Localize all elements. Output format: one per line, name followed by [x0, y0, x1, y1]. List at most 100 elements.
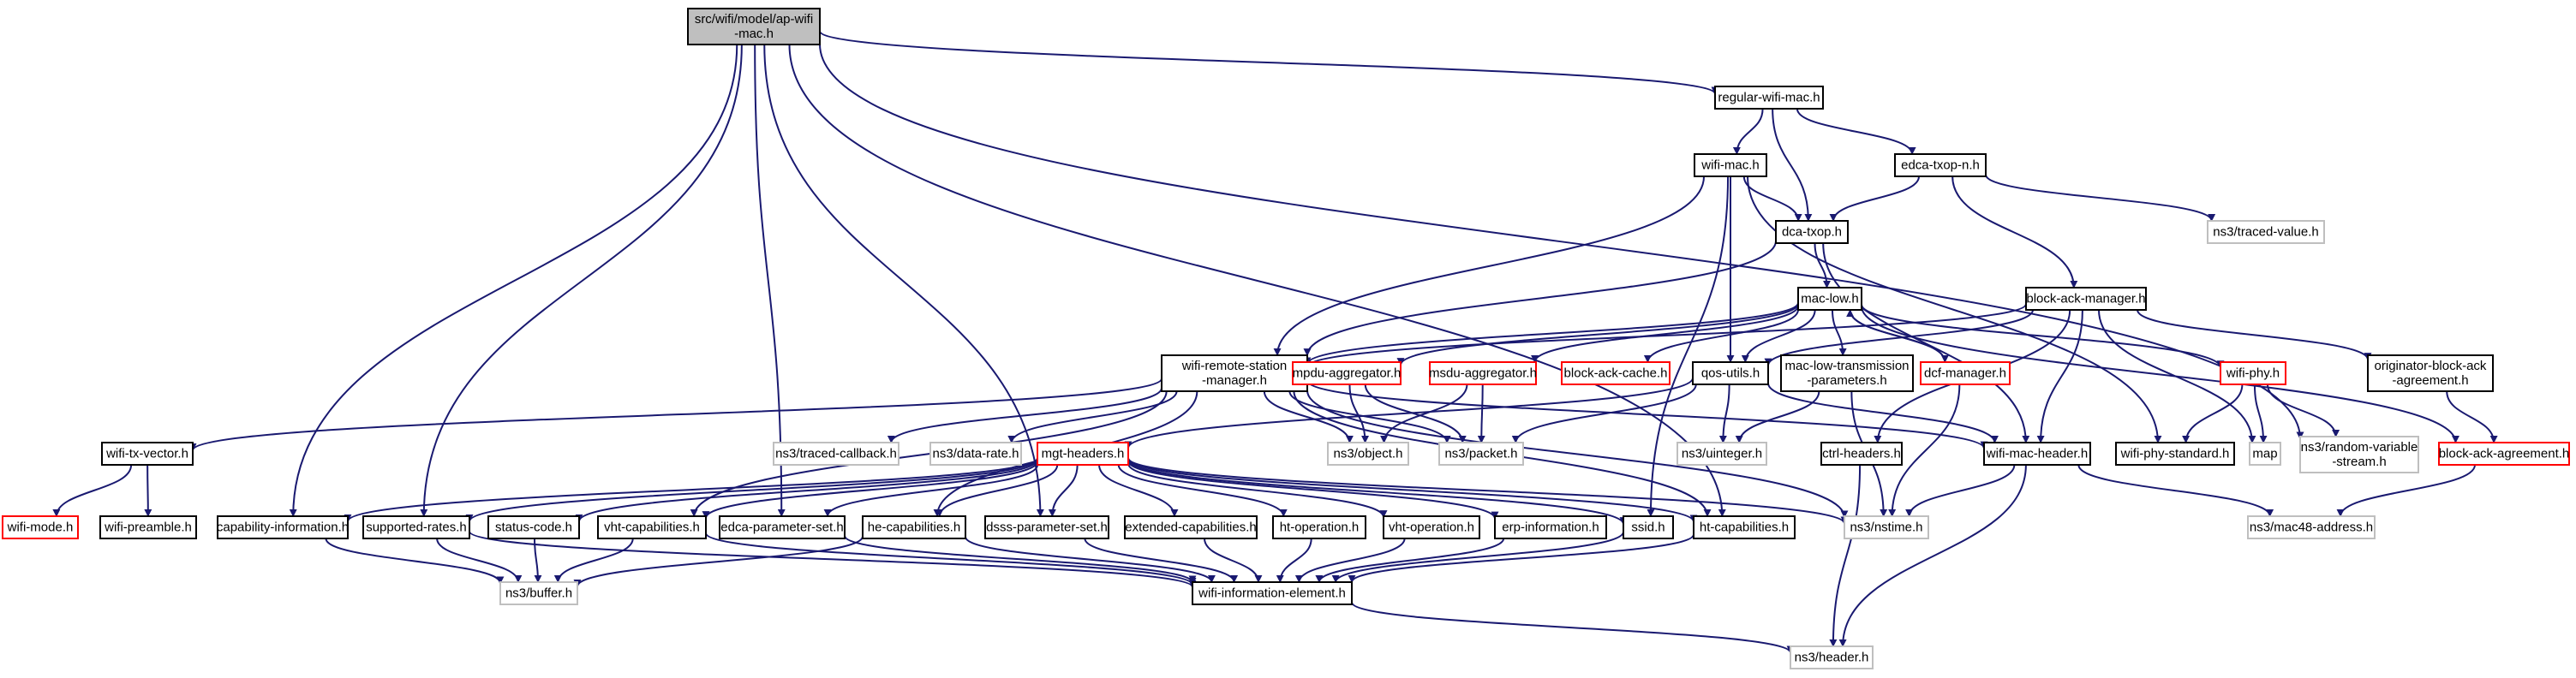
node-header: ns3/header.h — [1790, 645, 1874, 669]
node-box — [1983, 442, 2091, 466]
node-box — [687, 8, 821, 45]
edge-wrsm-to-object — [1263, 390, 1354, 443]
node-baa[interactable]: block-ack-agreement.h — [2438, 442, 2570, 466]
edge-root-to-capinfo — [289, 44, 738, 517]
node-box — [1429, 361, 1537, 385]
node-dcatxop[interactable]: dca-txop.h — [1775, 220, 1849, 244]
node-box — [2249, 442, 2281, 466]
node-wrsm[interactable]: wifi-remote-station-manager.h — [1161, 354, 1308, 392]
node-wifimac[interactable]: wifi-mac.h — [1694, 153, 1767, 177]
node-msduagg[interactable]: msdu-aggregator.h — [1429, 361, 1537, 385]
edge-wrsm-to-wifitxv — [188, 378, 1162, 451]
node-ssid[interactable]: ssid.h — [1623, 515, 1674, 539]
node-maclow[interactable]: mac-low.h — [1797, 287, 1862, 311]
node-htcap[interactable]: ht-capabilities.h — [1693, 515, 1796, 539]
node-label: mac-low-transmission — [1784, 359, 1909, 373]
node-box — [719, 515, 846, 539]
node-mgthdr[interactable]: mgt-headers.h — [1037, 442, 1129, 466]
node-label: status-code.h — [495, 520, 572, 535]
node-box — [2115, 442, 2235, 466]
node-box — [2247, 515, 2376, 539]
node-hecap[interactable]: he-capabilities.h — [862, 515, 966, 539]
edge-edcatxop-to-bam — [1951, 175, 2078, 288]
node-wifipre[interactable]: wifi-preamble.h — [99, 515, 197, 539]
node-dcfmgr[interactable]: dcf-manager.h — [1920, 361, 2011, 385]
node-box — [1790, 645, 1874, 669]
node-label: wifi-mac-header.h — [1986, 447, 2088, 461]
edge-maclow-to-bacache — [1643, 309, 1799, 363]
edge-wifitxv-to-wifipre — [144, 464, 152, 517]
edge-dcfmgr-to-nstime — [1888, 384, 1961, 517]
node-edcaps[interactable]: edca-parameter-set.h — [719, 515, 846, 539]
edge-wrsm-to-datarate — [1007, 390, 1178, 443]
node-label: ns3/traced-callback.h — [775, 447, 897, 461]
node-wifiphy[interactable]: wifi-phy.h — [2220, 361, 2286, 385]
node-label: wifi-preamble.h — [104, 520, 192, 535]
node-status[interactable]: status-code.h — [487, 515, 580, 539]
node-htop[interactable]: ht-operation.h — [1272, 515, 1366, 539]
edge-dcatxop-to-maclow — [1814, 242, 1831, 288]
node-label: block-ack-agreement.h — [2439, 447, 2570, 461]
node-label: ctrl-headers.h — [1822, 447, 1901, 461]
node-vhtcap[interactable]: vht-capabilities.h — [597, 515, 707, 539]
node-mpduagg[interactable]: mpdu-aggregator.h — [1292, 361, 1402, 385]
edge-mpduagg-to-object — [1348, 384, 1370, 443]
node-bam[interactable]: block-ack-manager.h — [2025, 287, 2147, 311]
node-dsss[interactable]: dsss-parameter-set.h — [984, 515, 1109, 539]
node-box — [1623, 515, 1674, 539]
node-erp[interactable]: erp-information.h — [1494, 515, 1607, 539]
node-oba[interactable]: originator-block-ack-agreement.h — [2367, 354, 2494, 392]
edge-dcatxop-to-wmh — [1822, 242, 2030, 443]
edge-mgthdr-to-status — [575, 459, 1038, 522]
node-wifitxv[interactable]: wifi-tx-vector.h — [101, 442, 194, 466]
edge-qosutils-to-mgthdr — [1124, 378, 1694, 449]
node-root[interactable]: src/wifi/model/ap-wifi-mac.h — [687, 8, 821, 45]
node-label: ns3/random-variable — [2301, 440, 2418, 455]
node-box — [1797, 287, 1862, 311]
node-label: ns3/header.h — [1795, 651, 1869, 665]
edge-mgthdr-to-vhtop — [1127, 462, 1388, 519]
edge-mgthdr-to-erp — [1127, 460, 1499, 520]
node-wifimode[interactable]: wifi-mode.h — [2, 515, 79, 539]
node-box — [1693, 515, 1796, 539]
dependency-edges — [52, 30, 2498, 654]
node-label: wifi-phy-standard.h — [2120, 447, 2230, 461]
node-box — [1844, 515, 1929, 539]
node-extcap[interactable]: extended-capabilities.h — [1124, 515, 1258, 539]
node-ctrlhdr[interactable]: ctrl-headers.h — [1820, 442, 1903, 466]
node-box — [1692, 361, 1769, 385]
node-label: wifi-tx-vector.h — [105, 447, 188, 461]
node-label: mgt-headers.h — [1042, 447, 1125, 461]
node-label: ht-capabilities.h — [1700, 520, 1789, 535]
node-mltp[interactable]: mac-low-transmission-parameters.h — [1780, 354, 1914, 392]
node-box — [1192, 581, 1353, 605]
edge-maclow-to-qosutils — [1741, 309, 1816, 363]
node-wmh[interactable]: wifi-mac-header.h — [1983, 442, 2091, 466]
node-suprates[interactable]: supported-rates.h — [362, 515, 470, 539]
node-capinfo[interactable]: capability-information.h — [217, 515, 349, 539]
node-label: ns3/data-rate.h — [933, 447, 1019, 461]
edge-wrsm-to-wmh — [1306, 380, 1988, 449]
node-label: map — [2252, 447, 2277, 461]
node-wie[interactable]: wifi-information-element.h — [1192, 581, 1353, 605]
node-label: he-capabilities.h — [868, 520, 960, 535]
edge-bam-to-wrsm — [1303, 303, 2027, 368]
node-buffer: ns3/buffer.h — [499, 581, 578, 605]
node-box — [101, 442, 194, 466]
node-bacache[interactable]: block-ack-cache.h — [1561, 361, 1671, 385]
node-edcatxop[interactable]: edca-txop-n.h — [1894, 153, 1987, 177]
node-box — [1272, 515, 1366, 539]
node-label: erp-information.h — [1502, 520, 1599, 535]
node-vhtop[interactable]: vht-operation.h — [1383, 515, 1480, 539]
edge-ctrlhdr-to-header — [1829, 464, 1862, 647]
node-map: map — [2249, 442, 2281, 466]
node-label: -parameters.h — [1807, 373, 1886, 388]
node-label: mpdu-aggregator.h — [1293, 366, 1402, 381]
node-qosutils[interactable]: qos-utils.h — [1692, 361, 1769, 385]
edge-mgthdr-to-htop — [1117, 464, 1288, 517]
edge-regular-to-edcatxop — [1796, 108, 1916, 155]
edge-mgthdr-to-htcap — [1127, 458, 1698, 523]
node-wps[interactable]: wifi-phy-standard.h — [2115, 442, 2235, 466]
node-regular[interactable]: regular-wifi-mac.h — [1714, 86, 1824, 110]
